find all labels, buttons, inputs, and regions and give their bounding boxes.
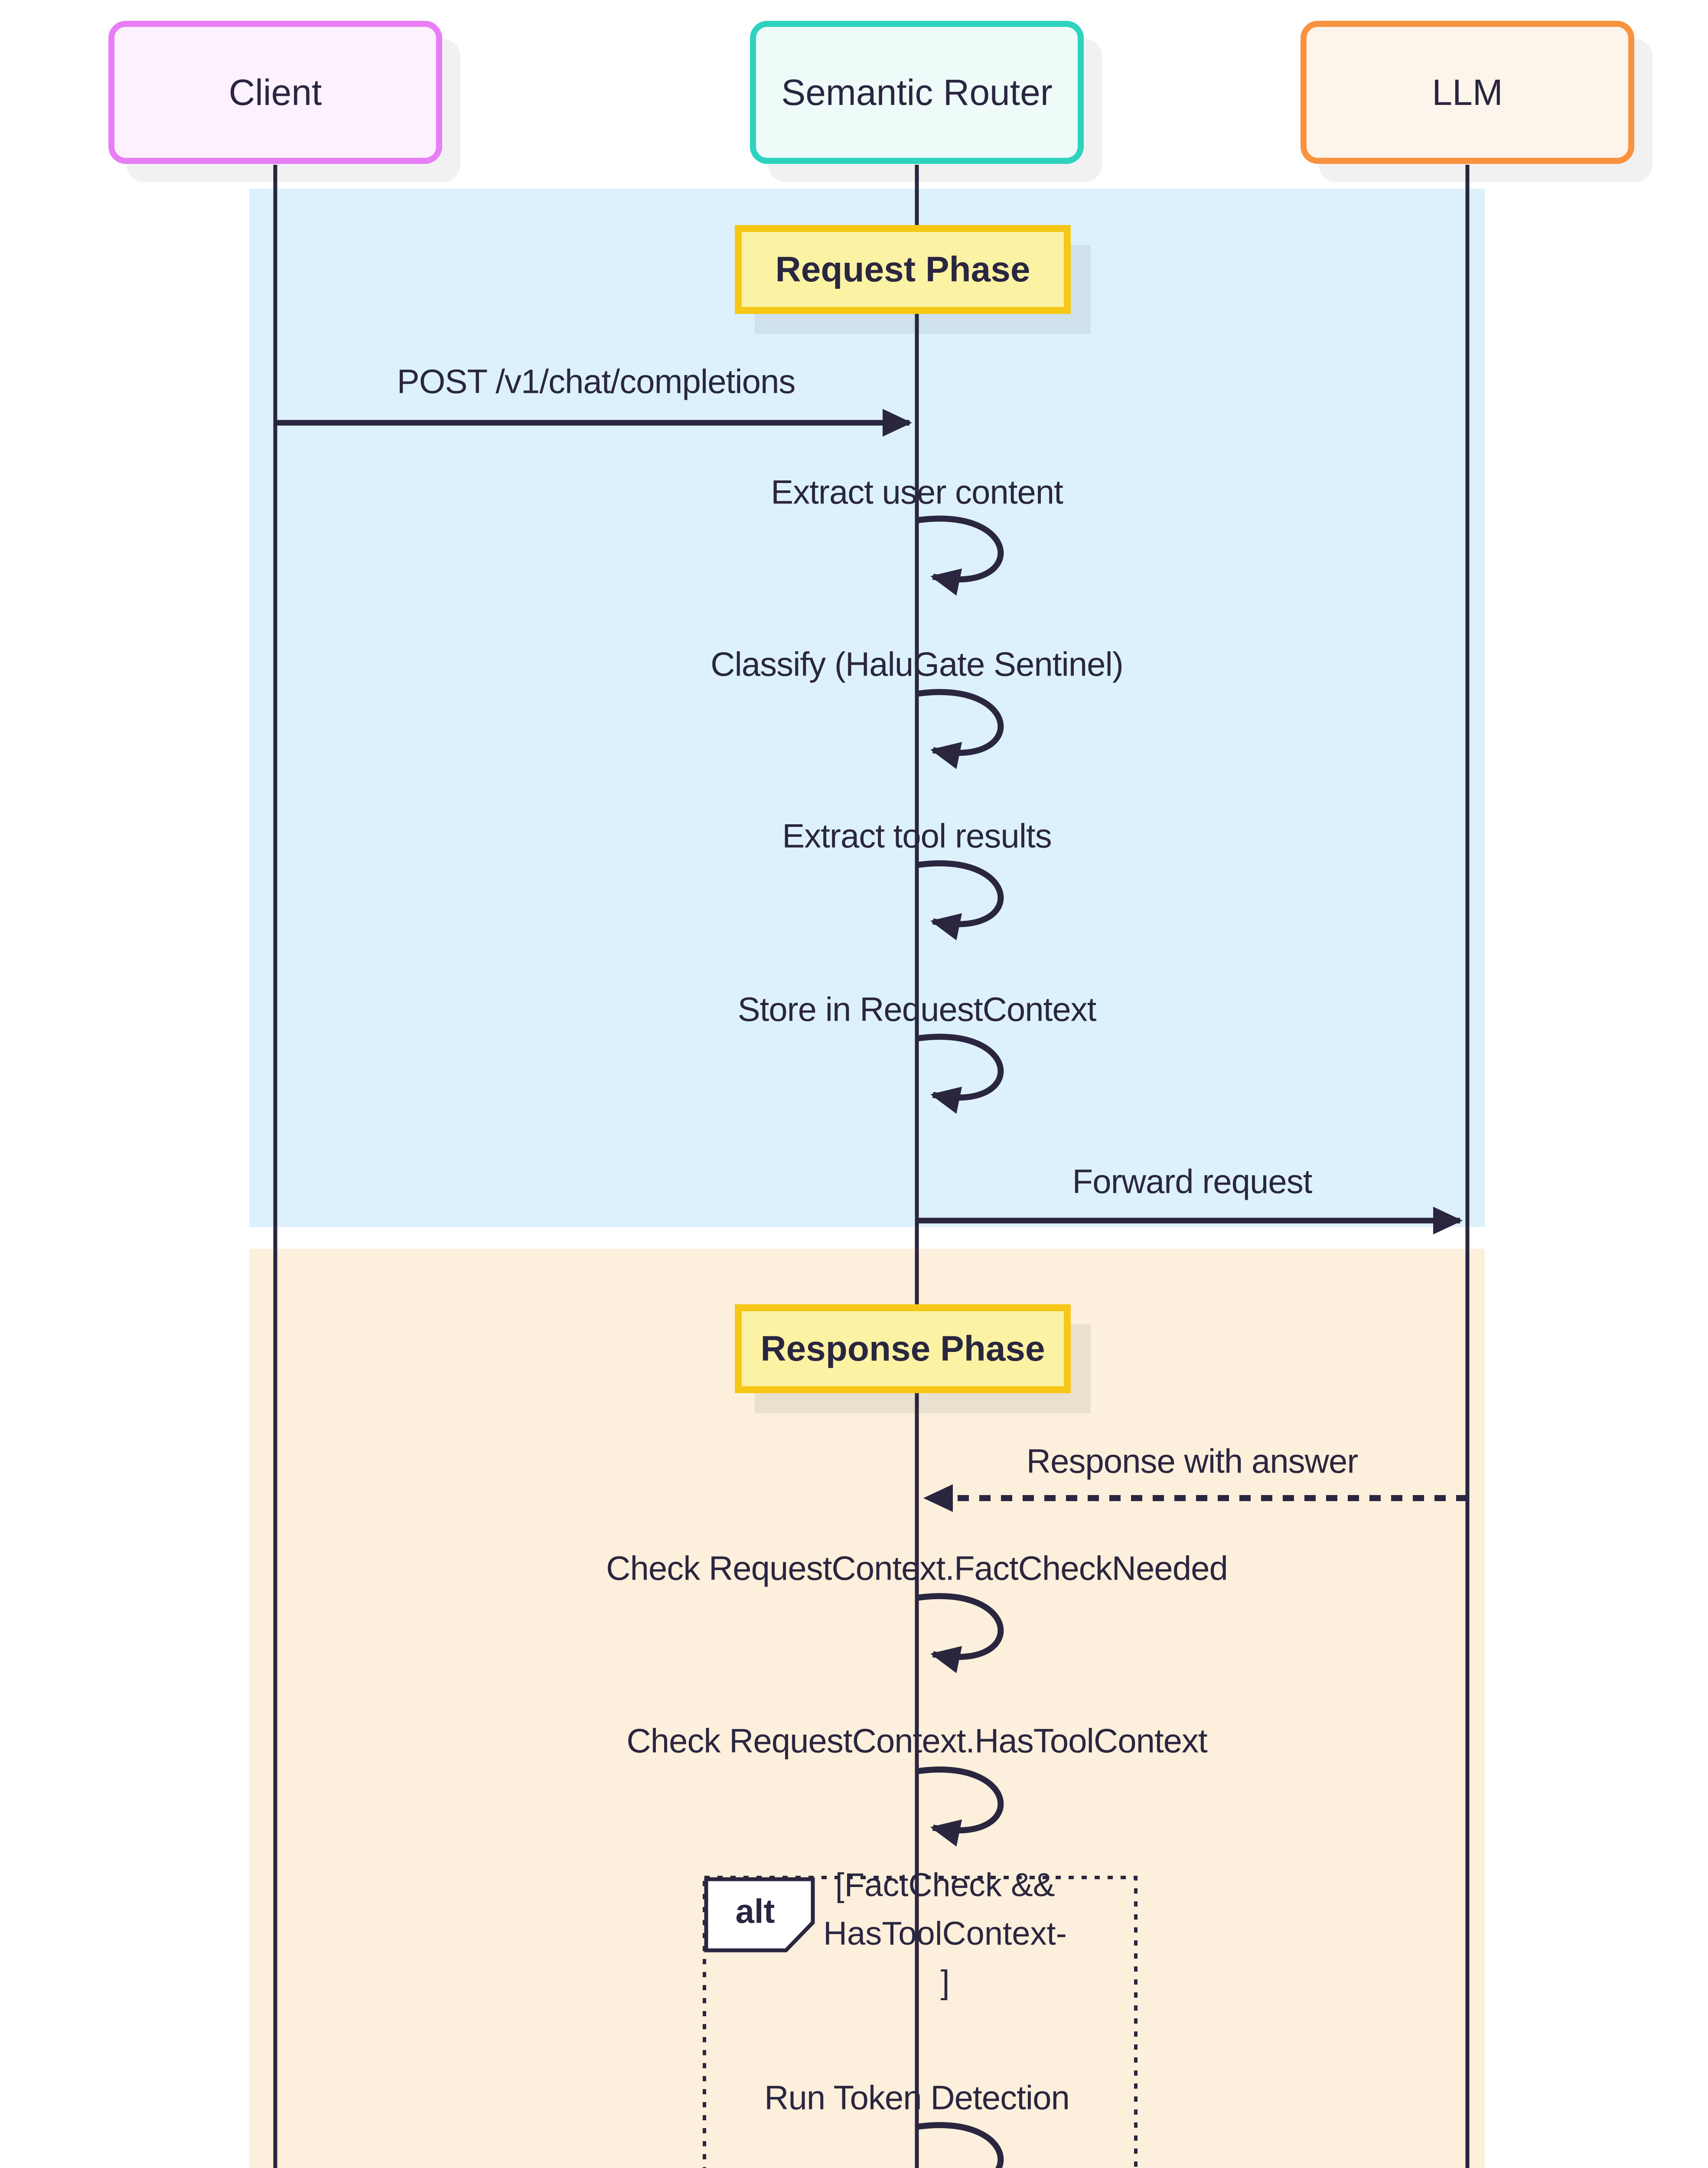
actor-label: Client [228,72,322,113]
response-phase-note: Response Phase [735,1304,1071,1393]
alt-condition-1-line1: [FactCheck && [835,1867,1055,1904]
actor-label: LLM [1432,72,1503,113]
message-store-in-request-context: Store in RequestContext [737,990,1097,1028]
message-post: POST /v1/chat/completions [397,362,796,401]
note-label: Request Phase [775,249,1030,289]
check-has-tool-context-loop [916,1766,1004,1847]
request-phase-note: Request Phase [735,225,1071,314]
actor-top-llm: LLM [1301,21,1634,164]
message-extract-user-content: Extract user content [771,473,1063,511]
extract-tool-results-loop [916,860,1004,940]
note-label: Response Phase [760,1329,1045,1368]
alt-condition-1: [FactCheck && HasToolContext- ] [823,1861,1067,2007]
alt-condition-1-line2: HasToolContext- [823,1915,1067,1952]
check-fact-check-needed-loop [916,1593,1004,1673]
extract-user-content-loop [916,516,1004,596]
actor-top-client: Client [108,21,442,164]
request-phase-band [249,189,1485,1227]
actor-top-semantic-router: Semantic Router [750,21,1084,164]
message-forward-request: Forward request [1072,1162,1313,1201]
message-check-fact-check-needed: Check RequestContext.FactCheckNeeded [606,1549,1228,1587]
alt-frame [703,1876,1138,2168]
run-token-detection-loop [916,2122,1004,2168]
message-run-token-detection: Run Token Detection [764,2078,1070,2117]
message-extract-tool-results: Extract tool results [782,816,1052,855]
message-check-has-tool-context: Check RequestContext.HasToolContext [626,1721,1207,1760]
response-phase-band [249,1249,1485,2168]
alt-condition-1-line3: ] [940,1964,950,2001]
actor-label: Semantic Router [781,72,1053,113]
classify-loop [916,689,1004,769]
message-response-with-answer: Response with answer [1026,1442,1359,1480]
alt-label-box [704,1877,815,1953]
store-in-request-context-loop [916,1034,1004,1114]
self-call-loops [916,516,1004,2168]
message-classify: Classify (HaluGate Sentinel) [711,645,1124,683]
alt-frame-label: alt [735,1892,775,1930]
lifelines [273,165,1470,2168]
